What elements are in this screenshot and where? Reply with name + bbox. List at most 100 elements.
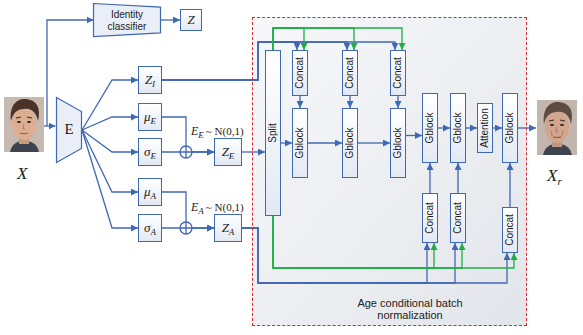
gblock: Gblock (450, 93, 466, 163)
subscript: E (150, 151, 156, 161)
node-label: σ (144, 144, 150, 159)
arrow-connector (273, 216, 514, 268)
node-label: Z (222, 220, 229, 235)
math-label: E (198, 130, 204, 140)
node-label: Gblock (294, 127, 305, 158)
arrow-connector (438, 127, 450, 128)
text-holder: Gblock (452, 112, 464, 143)
math-label: E (191, 200, 198, 214)
node-label: Concat (424, 202, 435, 234)
node-label: Age conditional batch normalization (357, 297, 462, 322)
input-face (4, 97, 44, 152)
input-arrow (44, 125, 56, 126)
node-label: μ (144, 184, 151, 199)
math-label: E (191, 124, 198, 138)
concat-block: Concat (342, 50, 358, 96)
latent-box: σE (138, 138, 162, 166)
arrow-connector (82, 80, 138, 130)
latent-box: ZE (214, 138, 242, 166)
text-holder: Split (267, 123, 279, 142)
text-holder: ZI (145, 73, 155, 88)
output-arrow (518, 127, 536, 128)
hair (11, 99, 39, 121)
arrow-connector (161, 19, 180, 20)
subscript: I (152, 79, 155, 89)
text-holder: Gblock (424, 112, 436, 143)
gblock: Gblock (422, 93, 438, 163)
nose (23, 124, 25, 129)
arrow-connector (82, 130, 138, 228)
text-holder: Identity classifier (100, 9, 154, 32)
text-holder: Attention (479, 108, 491, 147)
node-label: E (64, 121, 73, 137)
math-label: X (547, 166, 557, 185)
text-holder: Concat (452, 202, 464, 234)
node-label: Concat (294, 57, 305, 89)
text-holder: ZE (222, 145, 235, 160)
arrow-connector (349, 96, 350, 108)
eye (27, 121, 31, 123)
label-group: X (17, 164, 27, 184)
text-holder: Z (187, 13, 194, 28)
text-holder: Concat (392, 57, 404, 89)
trapezoid-shape (57, 98, 82, 163)
hair (544, 102, 572, 124)
sum-circle (180, 222, 192, 234)
arrow-connector (397, 96, 398, 108)
encoder-block: E (56, 97, 82, 163)
arrow-connector (429, 163, 430, 193)
region-fill (252, 17, 527, 326)
arrow-connector (281, 142, 292, 143)
arrow-connector (162, 42, 347, 80)
wrinkles (551, 127, 563, 136)
arrow-connector (273, 28, 402, 50)
concat-block: Concat (450, 193, 466, 243)
eye (550, 124, 554, 126)
sum-circle (180, 146, 192, 158)
sum-symbol (180, 222, 192, 234)
trapezoid-shape (94, 4, 161, 37)
arrow-connector (358, 142, 390, 143)
text-holder: Gblock (504, 112, 516, 143)
gblock: Gblock (292, 108, 308, 178)
classifier-block: Identity classifier (93, 3, 161, 37)
node-label: Identity classifier (108, 9, 147, 32)
split-block: Split (265, 50, 281, 216)
arrow-connector (82, 117, 138, 130)
text-holder: σA (144, 221, 156, 236)
face-skin (12, 108, 36, 140)
subscript: A (229, 227, 235, 237)
node-label: Concat (504, 214, 515, 246)
dashed-region: Age conditional batch normalization Split… (252, 17, 527, 326)
eye (560, 124, 564, 126)
latent-box: ZI (138, 66, 162, 94)
photo-ground (4, 97, 44, 152)
subscript: A (151, 191, 157, 201)
arrow-connector (466, 127, 477, 128)
node-label: Gblock (344, 127, 355, 158)
label-group: EE~ N(0,1) (191, 120, 244, 139)
text-holder: Concat (344, 57, 356, 89)
latent-box: ZA (214, 214, 242, 242)
text-holder: ZA (222, 221, 235, 236)
text-holder: Gblock (392, 127, 404, 158)
text-holder: Age conditional batch normalization (345, 297, 475, 322)
text-holder: E (64, 121, 73, 138)
math-label: r (557, 175, 561, 187)
face-skin (545, 111, 569, 143)
output-face (537, 100, 577, 155)
math-label: ~ N(0,1) (206, 201, 244, 213)
gblock: Gblock (342, 108, 358, 178)
text-holder: Gblock (344, 127, 356, 158)
label-group: EA~ N(0,1) (191, 196, 244, 215)
eye (17, 121, 21, 123)
latent-box: μE (138, 103, 162, 131)
math-label: X (17, 164, 27, 183)
sum-cross (180, 146, 192, 158)
sum-symbol (180, 146, 192, 158)
node-label: Gblock (504, 112, 515, 143)
gblock: Gblock (390, 108, 406, 178)
arrow-connector (273, 216, 434, 268)
text-holder: σE (144, 145, 156, 160)
